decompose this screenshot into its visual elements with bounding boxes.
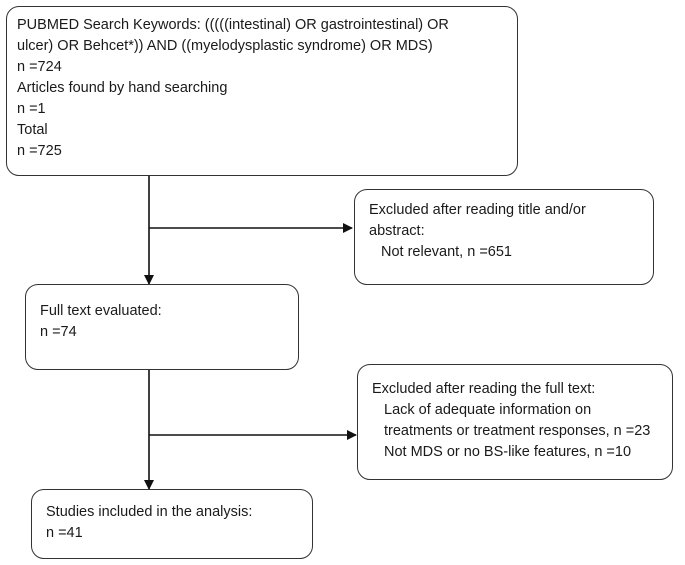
total-label: Total [17, 122, 48, 138]
included-label: Studies included in the analysis: [46, 504, 253, 520]
excluded-full-item: treatments or treatment responses, n =23 [384, 423, 651, 439]
full-text-evaluated-box: Full text evaluated: n =74 [25, 284, 299, 370]
search-line: PUBMED Search Keywords: (((((intestinal)… [17, 17, 449, 33]
search-line: ulcer) OR Behcet*)) AND ((myelodysplasti… [17, 38, 433, 54]
included-count: n =41 [46, 525, 83, 541]
excluded-full-text-box: Excluded after reading the full text: La… [357, 364, 673, 480]
excluded-full-item: Not MDS or no BS-like features, n =10 [384, 444, 632, 460]
excluded-title-item: Not relevant, n =651 [381, 244, 512, 260]
search-keywords-box: PUBMED Search Keywords: (((((intestinal)… [6, 6, 518, 176]
search-count: n =724 [17, 59, 62, 75]
hand-search-count: n =1 [17, 101, 46, 117]
studies-included-box: Studies included in the analysis: n =41 [31, 489, 313, 559]
hand-search-label: Articles found by hand searching [17, 80, 228, 96]
excluded-full-heading: Excluded after reading the full text: [372, 381, 596, 397]
total-count: n =725 [17, 143, 62, 159]
excluded-title-abstract-box: Excluded after reading title and/or abst… [354, 189, 654, 285]
full-text-count: n =74 [40, 324, 77, 340]
excluded-title-heading: Excluded after reading title and/or [369, 202, 586, 218]
excluded-full-item: Lack of adequate information on [384, 402, 592, 418]
full-text-label: Full text evaluated: [40, 303, 162, 319]
excluded-title-heading: abstract: [369, 223, 425, 239]
